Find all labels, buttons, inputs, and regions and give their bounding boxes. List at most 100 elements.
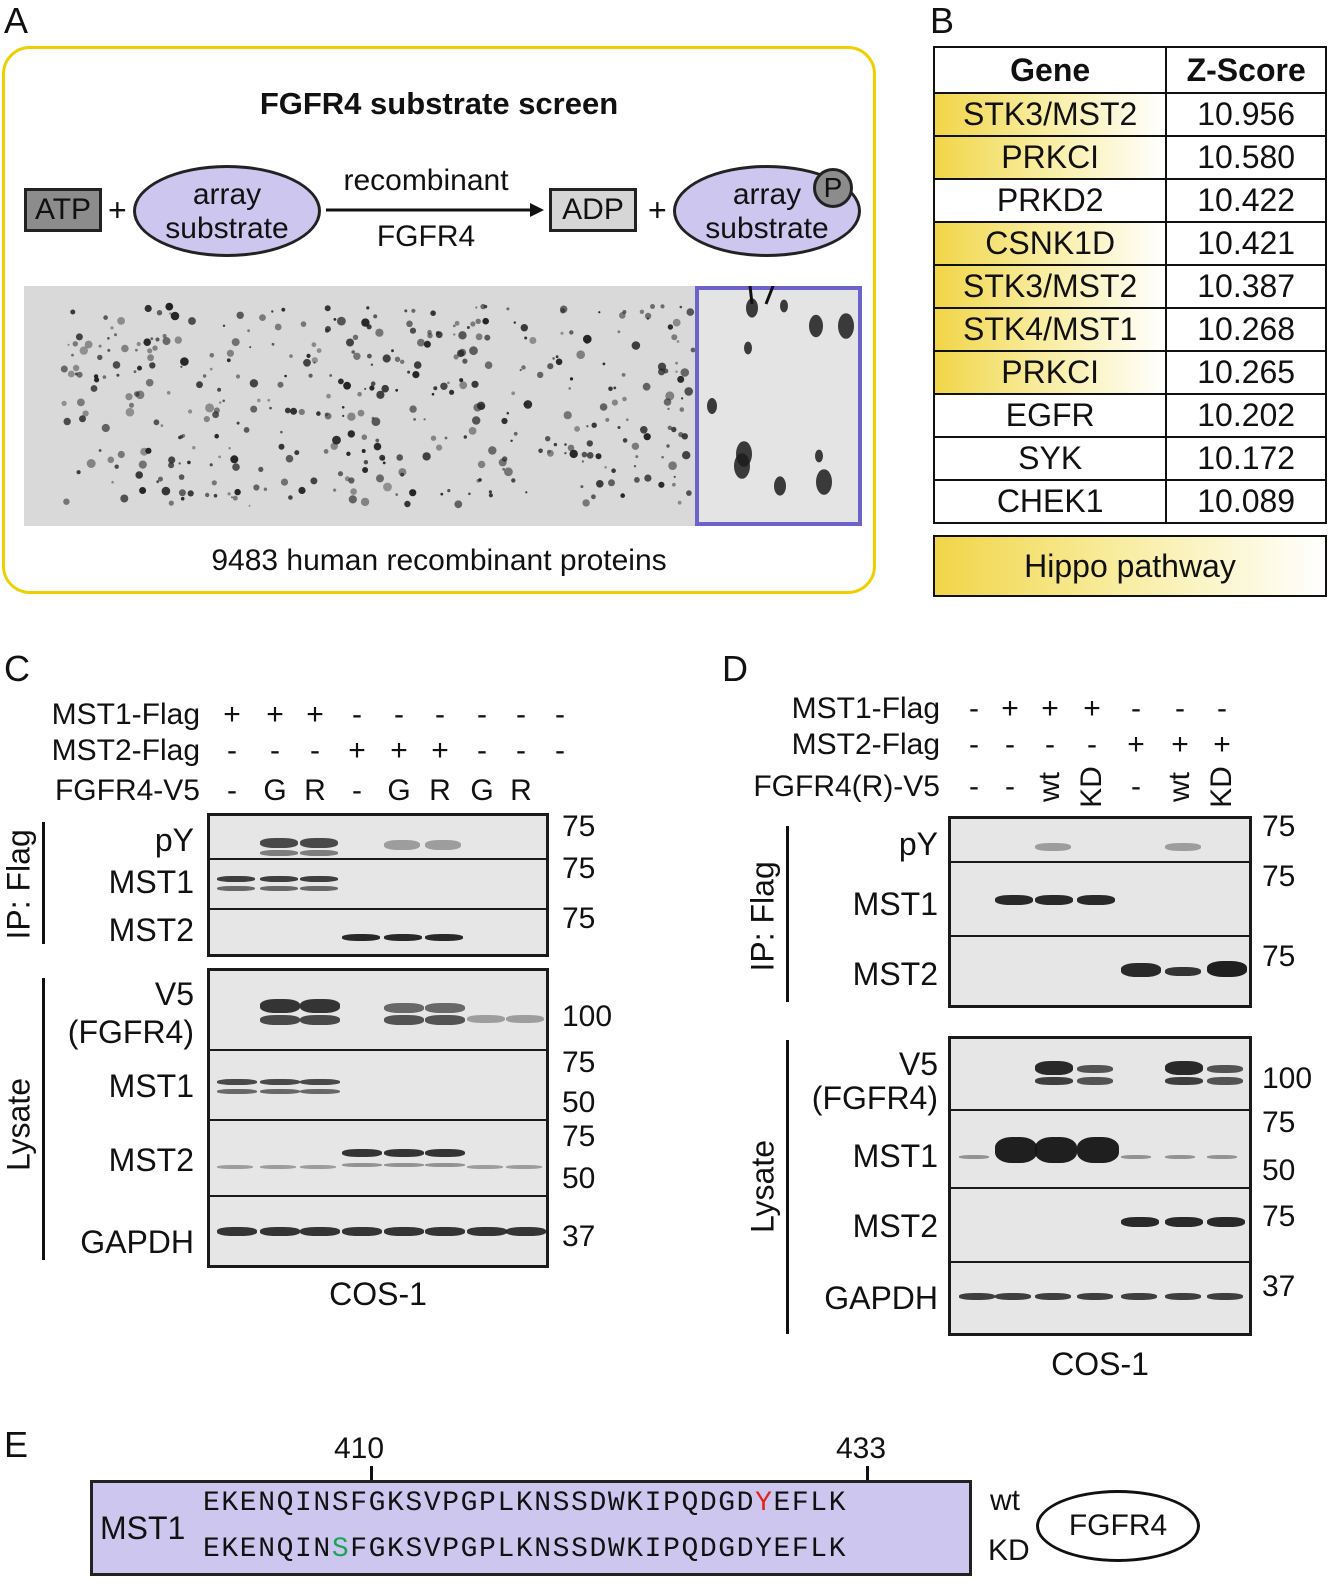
array-spot xyxy=(667,324,674,330)
array-spot xyxy=(337,471,344,477)
array-spot xyxy=(82,410,89,417)
array-spot xyxy=(357,409,365,417)
d-ip-bracket xyxy=(786,826,789,1002)
array-spot xyxy=(453,354,459,360)
blot-band xyxy=(300,999,340,1013)
zscore-cell: 10.172 xyxy=(1165,436,1327,481)
array-spot xyxy=(136,341,141,347)
d-mw-75e: 75 xyxy=(1262,1200,1296,1233)
array-spot xyxy=(660,304,665,309)
array-spot xyxy=(553,442,558,447)
blot-band xyxy=(467,1015,505,1023)
array-spot xyxy=(644,474,652,482)
array-spot xyxy=(107,456,115,464)
blot-band xyxy=(217,876,255,882)
protein-array-image xyxy=(24,286,862,526)
array-spot xyxy=(351,350,356,354)
array-spot xyxy=(682,451,691,460)
blot-band xyxy=(300,1089,340,1094)
array-spot xyxy=(476,479,481,483)
panelC-condition-value: + xyxy=(348,734,366,767)
array-spot xyxy=(657,362,667,371)
array-spot xyxy=(310,477,318,485)
c-label-mst2-ip: MST2 xyxy=(108,912,194,948)
array-spot xyxy=(411,308,416,313)
blot-band xyxy=(342,1149,382,1157)
array-spot xyxy=(521,365,526,370)
array-spot xyxy=(599,403,608,411)
array-spot xyxy=(440,492,444,496)
array-spot xyxy=(117,317,125,325)
array-spot xyxy=(513,431,518,436)
c-mw-75a: 75 xyxy=(562,810,596,843)
array-spot xyxy=(626,418,629,421)
panelD-condition-value: + xyxy=(1213,728,1231,761)
array-spot xyxy=(330,442,338,450)
array-spot xyxy=(281,307,286,312)
blot-band xyxy=(1165,1155,1195,1159)
c-mw-50a: 50 xyxy=(562,1086,596,1119)
array-spot xyxy=(94,377,100,383)
array-spot xyxy=(93,374,99,379)
blot-band xyxy=(1035,1077,1073,1085)
array-spot xyxy=(187,490,194,497)
array-spot xyxy=(289,354,293,358)
c-label-mst1-ip: MST1 xyxy=(108,864,194,900)
array-spot xyxy=(667,407,670,410)
gene-cell: STK3/MST2 xyxy=(932,264,1168,309)
panelD-condition-value: - xyxy=(1175,692,1185,725)
array-spot xyxy=(135,471,143,479)
c-lysate-label: Lysate xyxy=(0,1077,37,1172)
array-spot xyxy=(409,405,417,413)
array-spot xyxy=(468,492,471,496)
array-spot xyxy=(158,476,163,482)
array-spot xyxy=(525,491,528,494)
blot-band xyxy=(959,1155,989,1159)
array-spot xyxy=(280,478,289,486)
blot-band xyxy=(1077,1293,1113,1300)
zscore-cell: 10.387 xyxy=(1165,264,1327,309)
zscore-cell: 10.202 xyxy=(1165,393,1327,438)
array-spot xyxy=(347,430,355,438)
array-spot xyxy=(361,318,370,327)
array-spot xyxy=(361,434,368,440)
array-spot xyxy=(529,337,537,344)
c-lysate-bracket xyxy=(42,978,45,1260)
array-spot xyxy=(622,396,627,402)
gene-cell: EGFR xyxy=(932,393,1168,438)
array-spot xyxy=(567,444,575,452)
array-spot xyxy=(498,458,507,467)
array-spot xyxy=(672,482,676,487)
array-spot xyxy=(668,461,677,470)
array-spot xyxy=(665,391,675,401)
array-spot xyxy=(667,425,672,430)
array-spot xyxy=(263,487,268,491)
array-spot xyxy=(226,358,231,363)
zscore-cell: 10.421 xyxy=(1165,221,1327,266)
array-spot xyxy=(346,338,354,347)
array-spot xyxy=(569,330,574,335)
array-spot xyxy=(475,306,478,309)
array-spot xyxy=(110,326,114,330)
panel-label-a: A xyxy=(4,0,29,41)
array-spot xyxy=(367,353,372,359)
array-spot xyxy=(591,494,596,500)
c-mw-75d: 75 xyxy=(562,1046,596,1079)
panelC-condition-value: - xyxy=(435,698,445,731)
panelC-condition-value: G xyxy=(263,774,287,807)
kd-seq-serine: S xyxy=(331,1534,351,1565)
zoom-spot xyxy=(838,313,854,339)
d-mw-75c: 75 xyxy=(1262,940,1296,973)
array-spot xyxy=(209,463,213,467)
array-spot xyxy=(180,496,185,501)
array-spot xyxy=(469,346,478,356)
blot-band xyxy=(260,886,298,891)
c-ip-label: IP: Flag xyxy=(0,829,37,940)
panelD-condition-value: - xyxy=(1131,770,1141,803)
array-spot xyxy=(125,407,135,417)
panelD-condition-value: - xyxy=(1131,692,1141,725)
blot-band xyxy=(384,934,422,941)
blot-band xyxy=(260,999,300,1013)
